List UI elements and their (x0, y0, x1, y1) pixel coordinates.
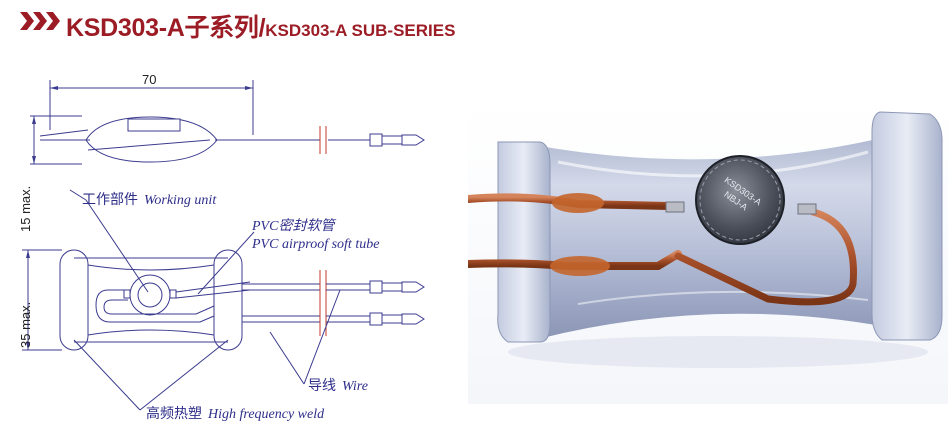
left-weld-end (59, 249, 89, 351)
thermostat-disk (695, 155, 785, 245)
page-header: KSD303-A子系列/KSD303-A SUB-SERIES (0, 0, 952, 42)
right-weld-seal (871, 111, 943, 341)
wire-loop (674, 208, 857, 306)
dim-height-top-label: 15 max. (18, 186, 33, 232)
left-weld-seal (497, 141, 551, 343)
title-main-text: KSD303-A子系列/ (66, 14, 266, 42)
pvc-tube (528, 134, 898, 339)
page-title: KSD303-A子系列/KSD303-A SUB-SERIES (66, 8, 455, 44)
triple-chevron-right-icon (20, 12, 60, 30)
product-photo: KSD303-A NBJ-A (468, 104, 948, 404)
right-weld-end (213, 249, 243, 351)
pvc-label-cn: PVC密封软管 (251, 218, 336, 234)
gear-outline (129, 274, 171, 316)
title-sub-text: KSD303-A SUB-SERIES (265, 21, 456, 40)
dim-width-label: 70 (142, 72, 156, 87)
pvc-label-en: PVC airproof soft tube (251, 237, 379, 252)
dim-height-bottom-label: 35 max. (18, 302, 33, 348)
